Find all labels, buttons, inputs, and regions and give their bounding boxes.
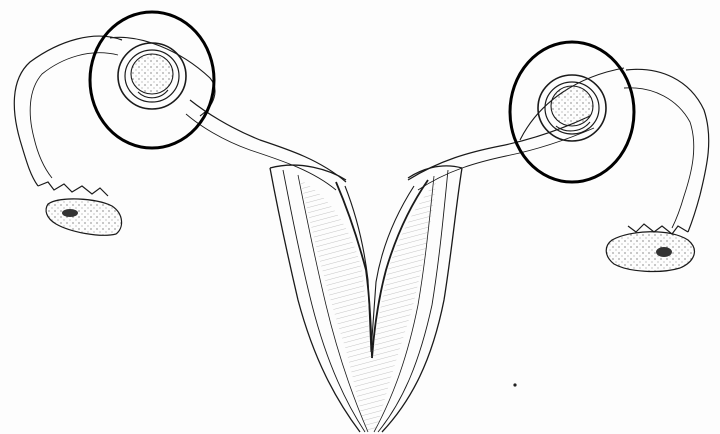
right-ectopic-sac <box>520 68 624 141</box>
left-fallopian-tube <box>14 36 346 196</box>
left-ovary <box>46 199 122 235</box>
left-fimbria <box>38 182 108 196</box>
left-ectopic-sac <box>110 37 215 116</box>
uterine-body <box>270 165 462 432</box>
right-ovary <box>606 232 694 272</box>
stray-dot <box>513 383 516 386</box>
